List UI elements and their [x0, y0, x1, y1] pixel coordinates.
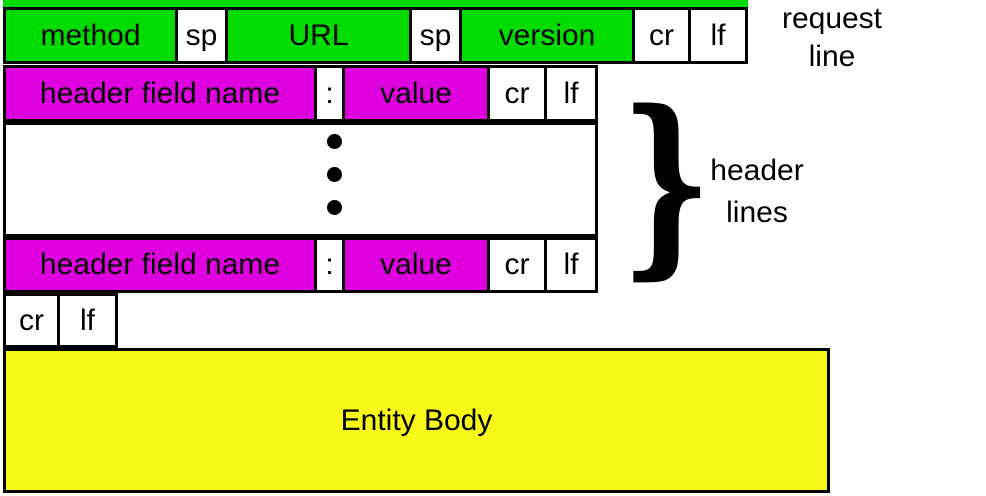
cell-value: value	[342, 65, 490, 122]
cell-cr: cr	[3, 293, 60, 348]
entity-body-box: Entity Body	[3, 348, 830, 493]
cell-lf: lf	[544, 237, 598, 293]
ellipsis-box	[3, 122, 598, 237]
cell-url: URL	[225, 7, 412, 64]
cell-header-field-name: header field name	[3, 65, 317, 122]
cell-colon: :	[314, 65, 345, 122]
cell-header-field-name: header field name	[3, 237, 317, 293]
request-line-annotation: request line	[781, 2, 883, 73]
cell-cr: cr	[632, 7, 691, 64]
cell-lf: lf	[544, 65, 598, 122]
cell-colon: :	[314, 237, 345, 293]
cell-cr: cr	[487, 237, 547, 293]
ellipsis-dot	[327, 167, 342, 182]
cell-sp-2: sp	[409, 7, 462, 64]
cell-version: version	[459, 7, 635, 64]
cell-method: method	[3, 7, 178, 64]
blank-line-row: cr lf	[3, 293, 118, 348]
cell-lf: lf	[57, 293, 118, 348]
entity-body-label: Entity Body	[340, 403, 493, 437]
header-line-row-1: header field name : value cr lf	[3, 65, 598, 122]
ellipsis-dot	[327, 200, 342, 215]
cell-sp-1: sp	[175, 7, 228, 64]
curly-brace-icon: }	[620, 68, 712, 298]
request-line-row: method sp URL sp version cr lf	[3, 7, 748, 64]
cell-value: value	[342, 237, 490, 293]
cell-lf: lf	[688, 7, 748, 64]
header-line-row-2: header field name : value cr lf	[3, 237, 598, 293]
ellipsis-dot	[327, 134, 342, 149]
cell-cr: cr	[487, 65, 547, 122]
header-lines-annotation: header lines	[710, 154, 804, 229]
